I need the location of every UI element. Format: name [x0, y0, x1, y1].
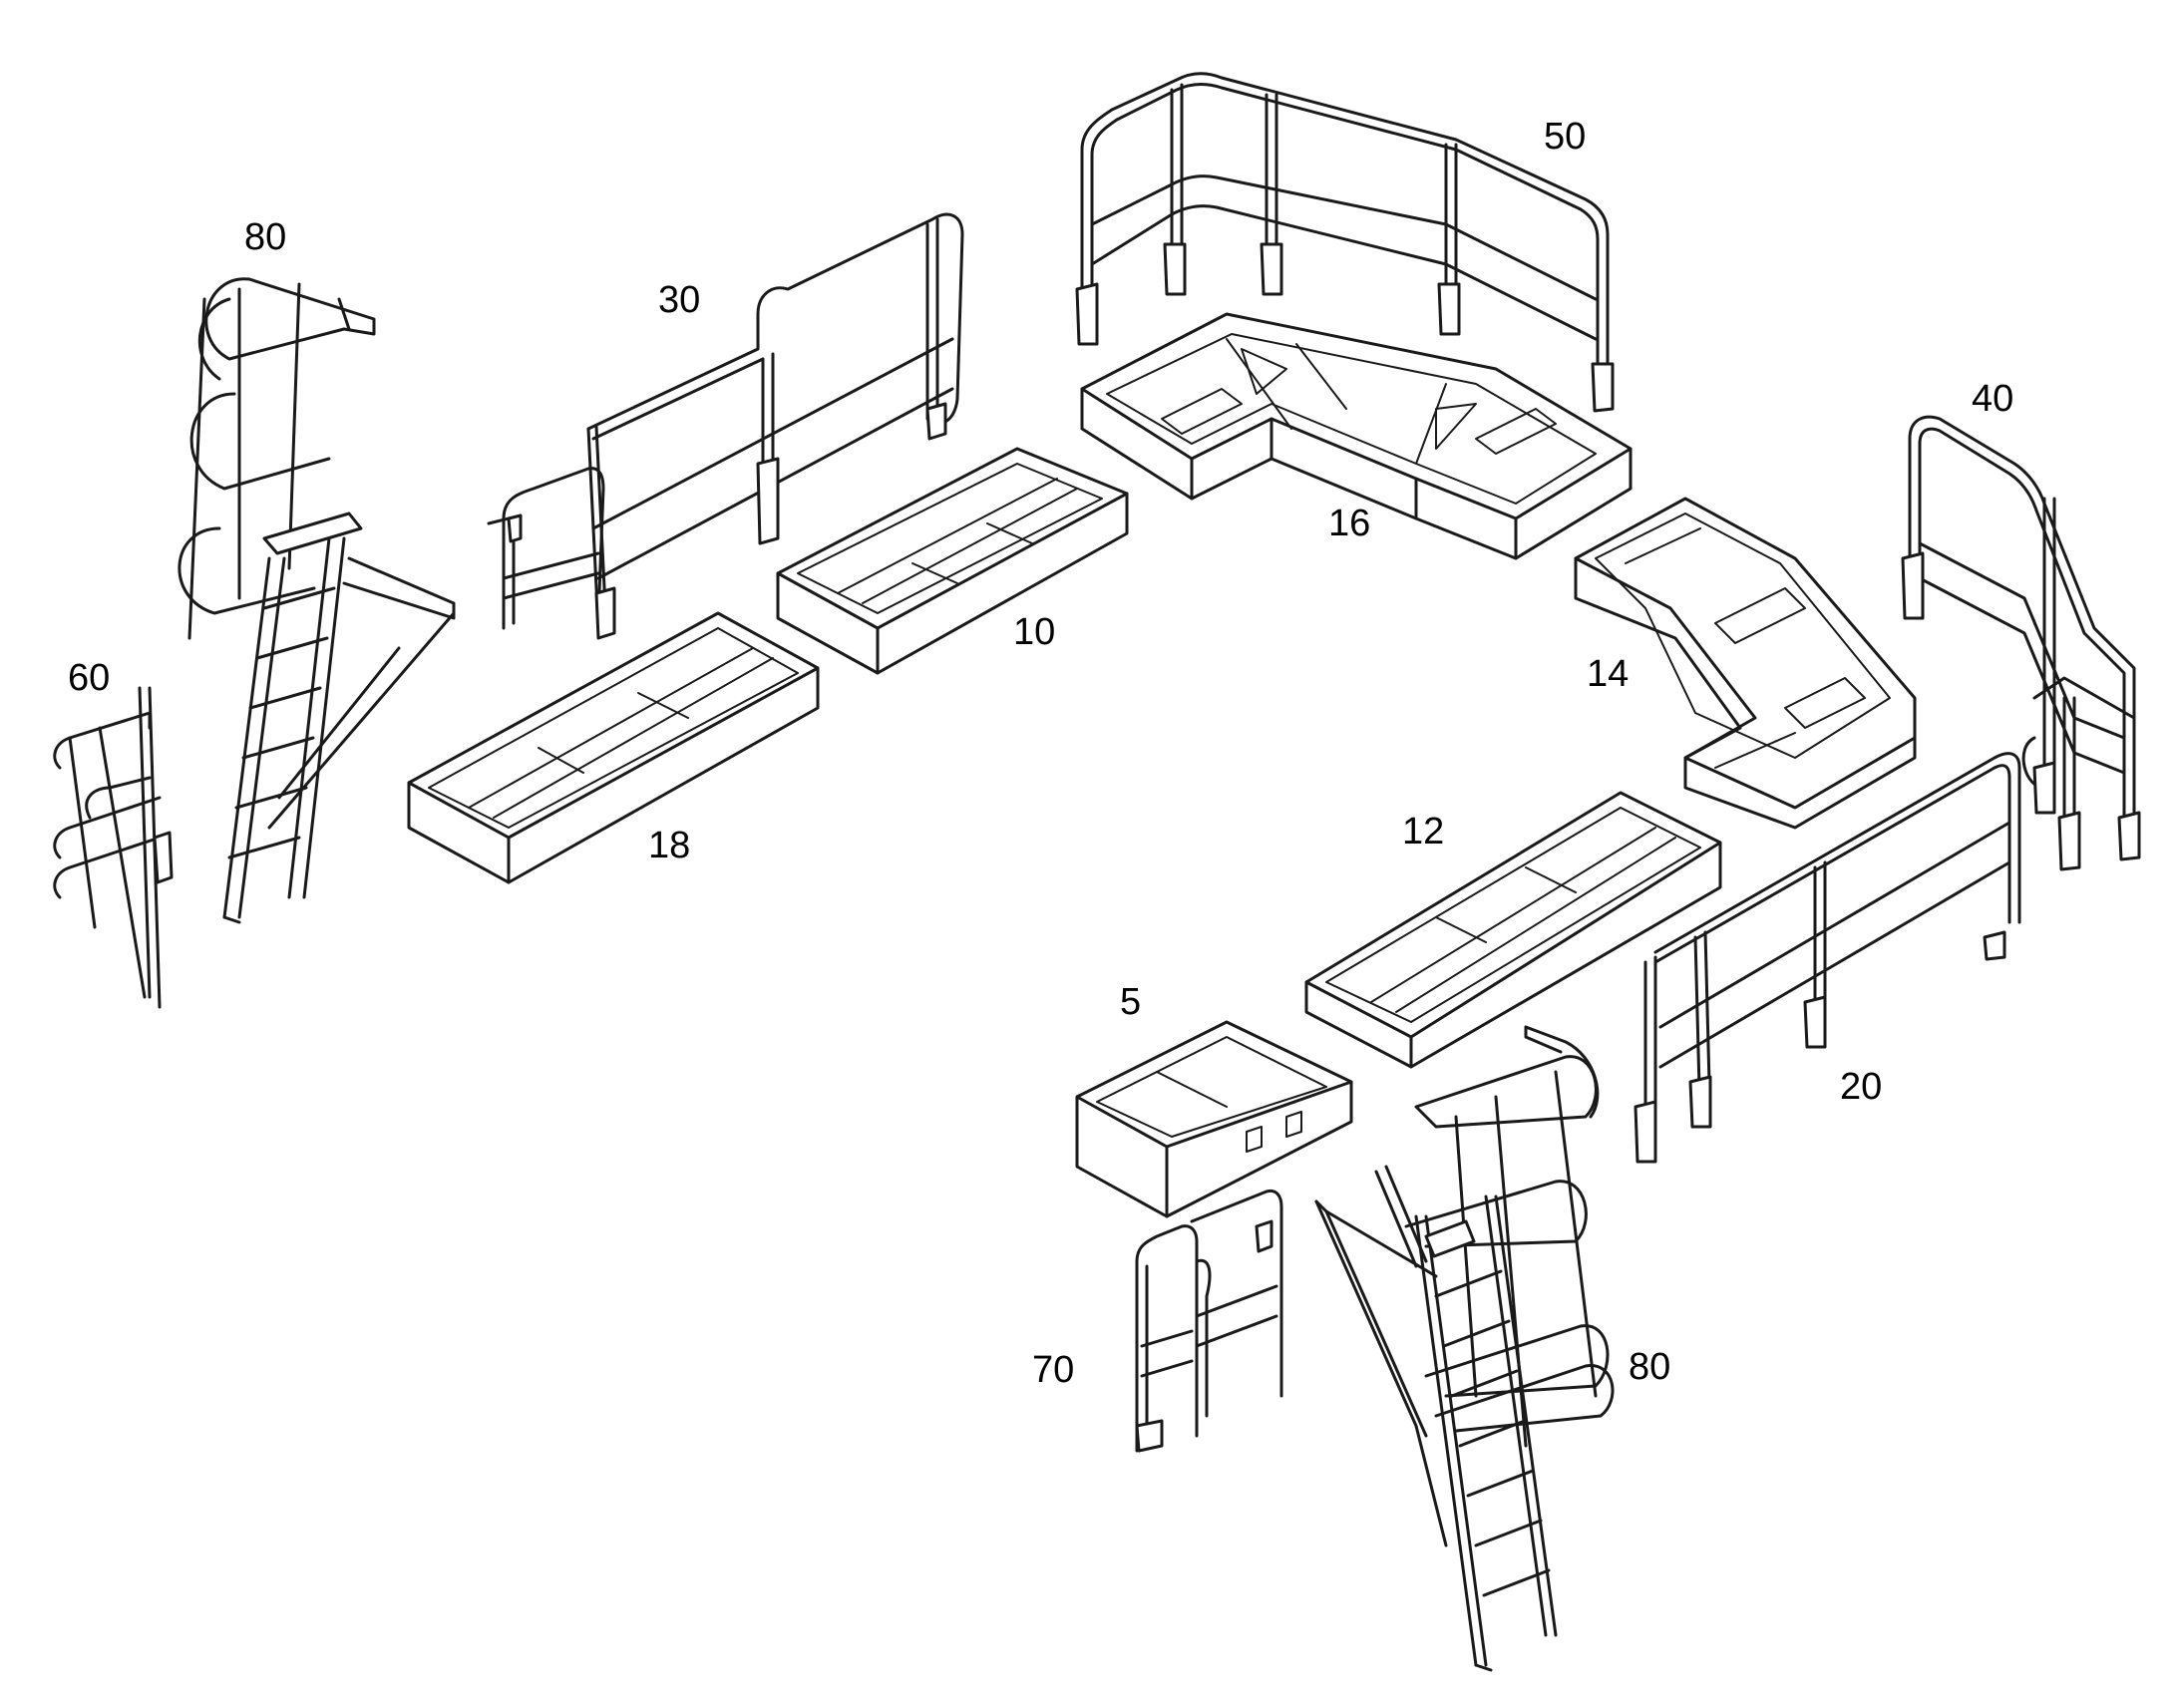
callout-40: 40: [1972, 378, 2013, 420]
callout-30: 30: [658, 279, 700, 321]
callout-70: 70: [1032, 1349, 1074, 1391]
callout-20: 20: [1840, 1066, 1882, 1108]
part-80-caged-ladder-bottom: [1314, 1025, 1615, 1672]
callout-16: 16: [1328, 503, 1370, 544]
part-50-rear-handrail: [1075, 72, 1615, 413]
part-14-angled-deck: [1574, 497, 1917, 830]
callout-14: 14: [1587, 653, 1629, 695]
callout-80-top: 80: [244, 216, 286, 258]
callout-18: 18: [648, 825, 690, 866]
part-20-front-handrail: [1634, 752, 2021, 1164]
part-80-caged-ladder-top: [178, 277, 456, 924]
part-16-corner-deck: [1080, 312, 1633, 560]
callout-5: 5: [1120, 981, 1141, 1023]
part-18-deck: [407, 611, 820, 884]
callout-labels: 80 30 50 40 60 16 10 14 18 12 5 20 70 80: [68, 116, 2013, 1391]
callout-80-bottom: 80: [1629, 1346, 1670, 1388]
part-70-gate: [1135, 1189, 1283, 1453]
part-12-deck: [1304, 791, 1722, 1069]
callout-12: 12: [1402, 811, 1444, 853]
callout-50: 50: [1544, 116, 1586, 158]
part-10-deck: [776, 447, 1129, 675]
part-60-handrail-left: [53, 686, 174, 1009]
part-40-right-handrail: [1901, 415, 2141, 871]
callout-10: 10: [1013, 611, 1055, 653]
callout-60: 60: [68, 657, 110, 699]
part-30-gate-handrail: [487, 212, 964, 640]
part-5-small-deck: [1075, 1020, 1353, 1218]
